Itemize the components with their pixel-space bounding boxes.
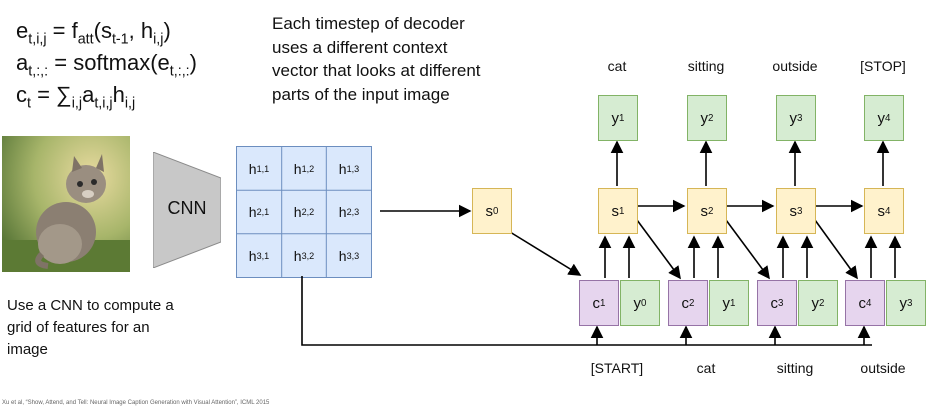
- cnn-label: CNN: [167, 198, 207, 218]
- input-word-4: outside: [860, 360, 906, 376]
- softmax-equation: at,:,: = softmax(et,:,:): [16, 50, 197, 80]
- description-text: Each timestep of decoder uses a differen…: [272, 14, 481, 104]
- citation-footnote: Xu et al, “Show, Attend, and Tell: Neura…: [2, 400, 270, 406]
- attention-equation: et,i,j = fatt(st-1, hi,j): [16, 18, 171, 48]
- output-word-4: [STOP]: [860, 58, 906, 74]
- context-equation: ct = ∑i,jat,i,jhi,j: [16, 82, 136, 112]
- input-word-2: cat: [696, 360, 716, 376]
- input-word-3: sitting: [776, 360, 814, 376]
- input-word-1: [START]: [590, 360, 644, 376]
- cnn-caption: Use a CNN to compute a grid of features …: [7, 297, 174, 358]
- output-word-3: outside: [772, 58, 818, 74]
- output-word-1: cat: [607, 58, 627, 74]
- output-word-2: sitting: [687, 58, 725, 74]
- kitten-image: [2, 136, 130, 272]
